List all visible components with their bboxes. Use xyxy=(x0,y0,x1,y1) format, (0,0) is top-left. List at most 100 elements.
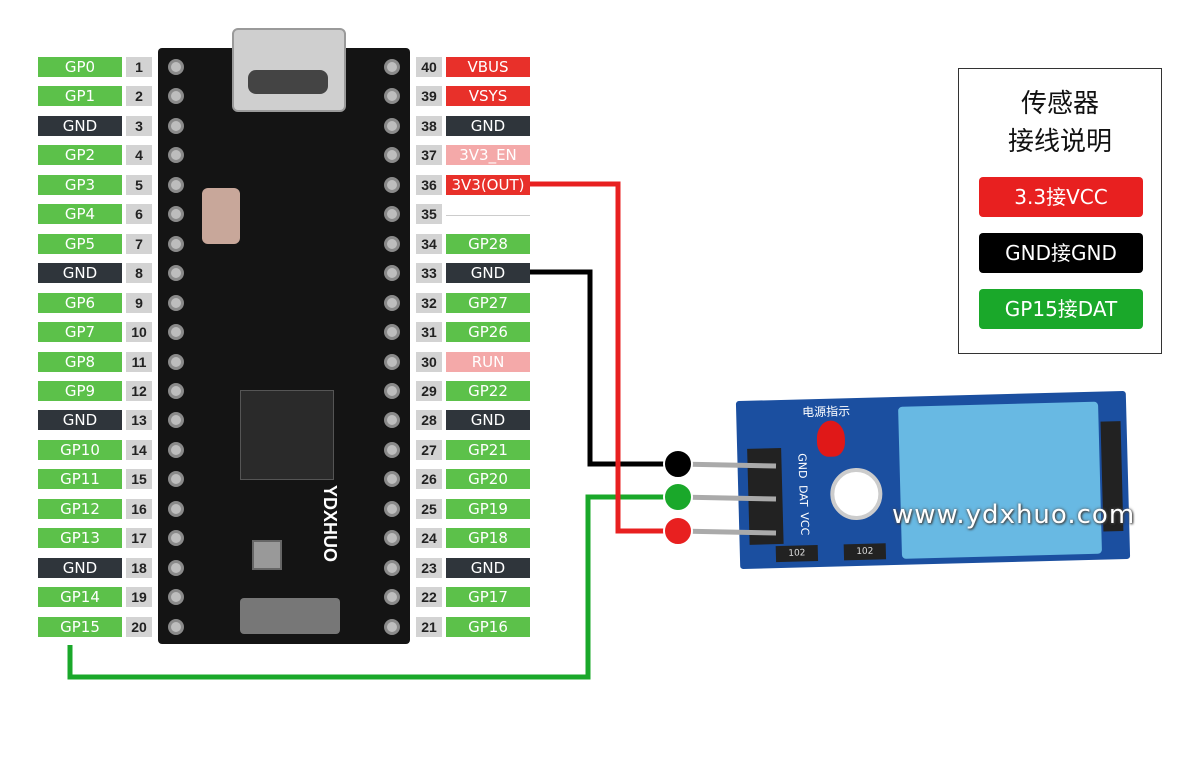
pin-number-left: 8 xyxy=(126,263,152,284)
pin-label-right: GND xyxy=(446,263,530,284)
wire-red-3v3-vcc xyxy=(530,181,678,534)
pin-number-right: 35 xyxy=(416,204,442,225)
pin-label-left: GP9 xyxy=(38,380,122,401)
pin-label-right: GP19 xyxy=(446,498,530,519)
pin-label-left: GP2 xyxy=(38,145,122,166)
pin-number-left: 5 xyxy=(126,174,152,195)
pin-label-right: GP20 xyxy=(446,469,530,490)
pin-hole xyxy=(384,324,400,341)
pin-label-left: GP0 xyxy=(38,57,122,77)
pin-label-left: GP10 xyxy=(38,439,122,460)
pin-number-left: 20 xyxy=(126,616,152,637)
pin-label-left: GP3 xyxy=(38,174,122,195)
pin-label-right: GP28 xyxy=(446,233,530,254)
pin-number-left: 19 xyxy=(126,587,152,608)
pin-hole xyxy=(384,412,400,429)
pin-number-right: 25 xyxy=(416,498,442,519)
pin-hole xyxy=(168,176,184,193)
pin-label-left: GP12 xyxy=(38,498,122,519)
pin-hole xyxy=(168,206,184,223)
pin-number-left: 11 xyxy=(126,351,152,372)
pin-number-right: 37 xyxy=(416,145,442,166)
pin-hole xyxy=(168,117,184,134)
pin-number-left: 16 xyxy=(126,498,152,519)
pin-hole xyxy=(384,500,400,517)
pin-label-left: GP7 xyxy=(38,322,122,343)
pico-board xyxy=(158,48,410,644)
pin-hole xyxy=(168,441,184,458)
pin-number-right: 22 xyxy=(416,587,442,608)
pin-hole xyxy=(168,294,184,311)
crystal xyxy=(252,540,282,570)
pin-label-left: GND xyxy=(38,410,122,431)
pin-hole xyxy=(384,265,400,282)
usb-c-port xyxy=(248,70,328,94)
pin-label-right: GP26 xyxy=(446,322,530,343)
dot-vcc xyxy=(663,516,693,546)
pin-label-left: GND xyxy=(38,557,122,578)
pin-hole xyxy=(168,353,184,370)
pin-hole xyxy=(168,530,184,547)
pin-number-right: 38 xyxy=(416,115,442,136)
pin-number-left: 1 xyxy=(126,57,152,77)
pin-number-right: 30 xyxy=(416,351,442,372)
pin-number-left: 12 xyxy=(126,380,152,401)
pin-label-right: VBUS xyxy=(446,57,530,77)
pin-label-left: GP5 xyxy=(38,233,122,254)
pin-number-left: 13 xyxy=(126,410,152,431)
pin-number-left: 4 xyxy=(126,145,152,166)
pin-label-right: 3V3(OUT) xyxy=(446,174,530,195)
legend-title-line1: 传感器 xyxy=(1020,89,1099,119)
pin-label-left: GP15 xyxy=(38,616,122,637)
pin-label-left: GND xyxy=(38,263,122,284)
pin-hole xyxy=(384,59,400,75)
pin-label-right: GP16 xyxy=(446,616,530,637)
pin-hole xyxy=(384,382,400,399)
pin-hole xyxy=(168,471,184,488)
pin-number-right: 39 xyxy=(416,86,442,107)
pin-label-left: GP14 xyxy=(38,587,122,608)
pin-number-left: 17 xyxy=(126,528,152,549)
legend-item-vcc: 3.3接VCC xyxy=(979,177,1143,217)
pin-label-right: GND xyxy=(446,557,530,578)
pin-label-right: GP17 xyxy=(446,587,530,608)
legend-title-line2: 接线说明 xyxy=(1007,127,1112,157)
pin-label-right: VSYS xyxy=(446,86,530,107)
pin-hole xyxy=(384,294,400,311)
dot-gnd xyxy=(663,449,693,479)
pin-hole xyxy=(384,471,400,488)
pin-hole xyxy=(384,618,400,635)
pin-number-left: 3 xyxy=(126,115,152,136)
pin-number-right: 24 xyxy=(416,528,442,549)
pin-number-left: 9 xyxy=(126,292,152,313)
reset-button xyxy=(202,188,240,244)
pin-label-right: GP18 xyxy=(446,528,530,549)
pin-number-right: 27 xyxy=(416,439,442,460)
pin-hole xyxy=(168,324,184,341)
debug-header xyxy=(240,598,340,634)
pin-number-left: 10 xyxy=(126,322,152,343)
pin-hole xyxy=(384,176,400,193)
pin-hole xyxy=(168,235,184,252)
pin-number-right: 31 xyxy=(416,322,442,343)
pin-number-right: 21 xyxy=(416,616,442,637)
pin-number-right: 23 xyxy=(416,557,442,578)
pin-hole xyxy=(384,88,400,105)
pin-label-left: GP8 xyxy=(38,351,122,372)
pin-label-right: GND xyxy=(446,115,530,136)
legend: 传感器 接线说明 3.3接VCC GND接GND GP15接DAT xyxy=(958,68,1162,354)
pin-number-right: 28 xyxy=(416,410,442,431)
pin-hole xyxy=(384,530,400,547)
pin-number-right: 40 xyxy=(416,57,442,77)
pin-hole xyxy=(384,117,400,134)
pin-number-left: 6 xyxy=(126,204,152,225)
pin-hole xyxy=(168,500,184,517)
pin-hole xyxy=(384,441,400,458)
pin-hole xyxy=(384,235,400,252)
pin-label-right: GP21 xyxy=(446,439,530,460)
legend-item-gnd: GND接GND xyxy=(979,233,1143,273)
pin-label-right: GND xyxy=(446,410,530,431)
pin-number-right: 36 xyxy=(416,174,442,195)
